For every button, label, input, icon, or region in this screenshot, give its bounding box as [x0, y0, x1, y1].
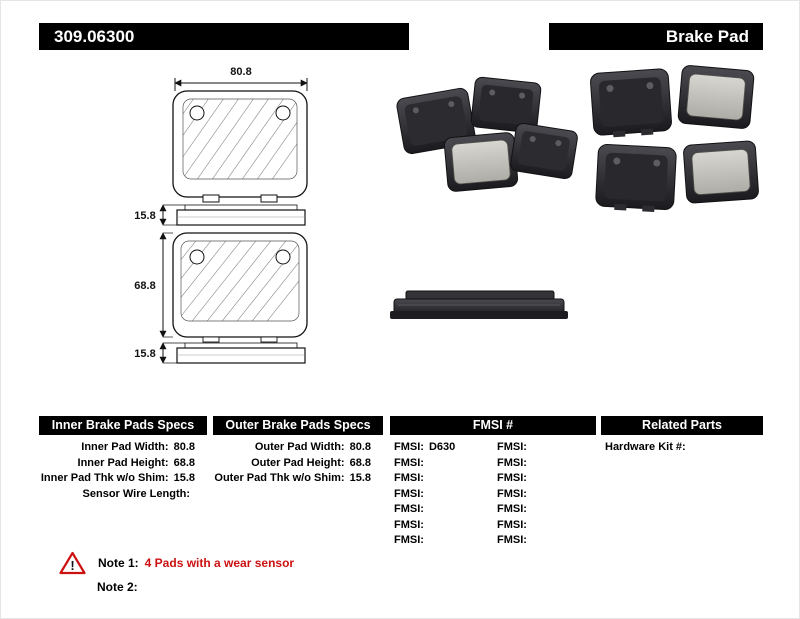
pad-edge-view-bottom-drawing: [176, 342, 306, 364]
spec-value: 80.8: [173, 441, 195, 453]
spec-row: Outer Pad Width: 80.8: [213, 440, 383, 456]
pad-photo-4: [510, 122, 578, 180]
spec-row: Inner Pad Thk w/o Shim: 15.8: [39, 471, 207, 487]
fmsi-label: FMSI:: [497, 472, 527, 484]
spec-value: 15.8: [173, 472, 195, 484]
fmsi-label: FMSI:: [394, 487, 424, 500]
pad-photo-5: [590, 68, 672, 138]
outer-specs-table: Outer Brake Pads Specs Outer Pad Width: 8…: [213, 416, 383, 487]
spec-label: Inner Pad Thk w/o Shim:: [40, 472, 169, 484]
part-number: 309.06300: [39, 23, 409, 50]
fmsi-row: FMSI: FMSI:: [390, 456, 596, 472]
note2-label: Note 2:: [97, 580, 138, 594]
dim-pad-thickness-top: 15.8: [134, 210, 155, 222]
spec-label: Hardware Kit #:: [605, 441, 686, 453]
spec-row: Inner Pad Height: 68.8: [39, 456, 207, 472]
note1-text: 4 Pads with a wear sensor: [144, 556, 295, 570]
fmsi-row: FMSI: FMSI:: [390, 502, 596, 518]
spec-label: Outer Pad Height:: [251, 456, 345, 469]
fmsi-label: FMSI:: [497, 503, 527, 515]
spec-row: Sensor Wire Length:: [39, 487, 207, 503]
fmsi-row: FMSI: FMSI:: [390, 533, 596, 549]
pad-photo-7: [595, 143, 677, 213]
pad-photo-2: [470, 76, 542, 134]
fmsi-row: FMSI: FMSI:: [390, 471, 596, 487]
note1-label: Note 1:: [98, 556, 139, 570]
technical-drawing: 80.8 15.8: [134, 66, 308, 364]
spec-label: Outer Pad Thk w/o Shim:: [214, 472, 345, 484]
spec-label: Sensor Wire Length:: [82, 487, 190, 500]
fmsi-value: D630: [428, 441, 456, 453]
fmsi-label: FMSI:: [394, 503, 424, 515]
fmsi-label: FMSI:: [394, 518, 424, 531]
related-parts-header: Related Parts: [601, 416, 763, 435]
fmsi-header: FMSI #: [390, 416, 596, 435]
spec-value: 80.8: [349, 441, 371, 453]
fmsi-label: FMSI:: [394, 456, 424, 469]
pad-photo-6: [677, 65, 755, 129]
spec-label: Outer Pad Width:: [254, 441, 345, 453]
fmsi-label: FMSI:: [497, 518, 527, 531]
fmsi-row: FMSI: D630 FMSI:: [390, 440, 596, 456]
fmsi-label: FMSI:: [497, 441, 527, 453]
inner-specs-table: Inner Brake Pads Specs Inner Pad Width: 8…: [39, 416, 207, 502]
fmsi-label: FMSI:: [394, 534, 424, 546]
related-parts-table: Related Parts Hardware Kit #:: [601, 416, 763, 456]
pad-photo-8: [683, 140, 759, 204]
inner-specs-header: Inner Brake Pads Specs: [39, 416, 207, 435]
pad-photo-3: [443, 132, 519, 192]
outer-specs-header: Outer Brake Pads Specs: [213, 416, 383, 435]
spec-row: Hardware Kit #:: [601, 440, 763, 456]
pad-plan-view-drawing: [172, 90, 308, 203]
spec-value: 15.8: [349, 472, 371, 484]
spec-label: Inner Pad Height:: [77, 456, 169, 469]
fmsi-label: FMSI:: [497, 487, 527, 500]
spec-row: Outer Pad Height: 68.8: [213, 456, 383, 472]
dim-pad-thickness-bottom: 15.8: [134, 348, 155, 360]
warning-triangle-icon: !: [59, 551, 86, 575]
fmsi-label: FMSI:: [394, 441, 424, 453]
dim-pad-height: 68.8: [134, 280, 155, 292]
pad-photo-side-view: [390, 290, 568, 319]
fmsi-row: FMSI: FMSI:: [390, 487, 596, 503]
notes-section: ! Note 1: 4 Pads with a wear sensor Note…: [59, 551, 294, 594]
spec-label: Inner Pad Width:: [81, 441, 169, 453]
dim-pad-width: 80.8: [230, 66, 251, 78]
fmsi-label: FMSI:: [394, 472, 424, 484]
spec-value: 68.8: [349, 456, 371, 469]
spec-row: Outer Pad Thk w/o Shim: 15.8: [213, 471, 383, 487]
fmsi-label: FMSI:: [497, 456, 527, 469]
fmsi-table: FMSI # FMSI: D630 FMSI: FMSI: FMSI: FMSI:…: [390, 416, 596, 549]
fmsi-label: FMSI:: [497, 534, 527, 546]
spec-row: Inner Pad Width: 80.8: [39, 440, 207, 456]
spec-value: 68.8: [173, 456, 195, 469]
pad-front-view-drawing: [172, 232, 308, 343]
svg-text:!: !: [70, 558, 74, 573]
fmsi-row: FMSI: FMSI:: [390, 518, 596, 534]
product-photos: [390, 65, 759, 319]
pad-edge-view-top-drawing: [176, 204, 306, 226]
product-type-title: Brake Pad: [549, 23, 763, 50]
